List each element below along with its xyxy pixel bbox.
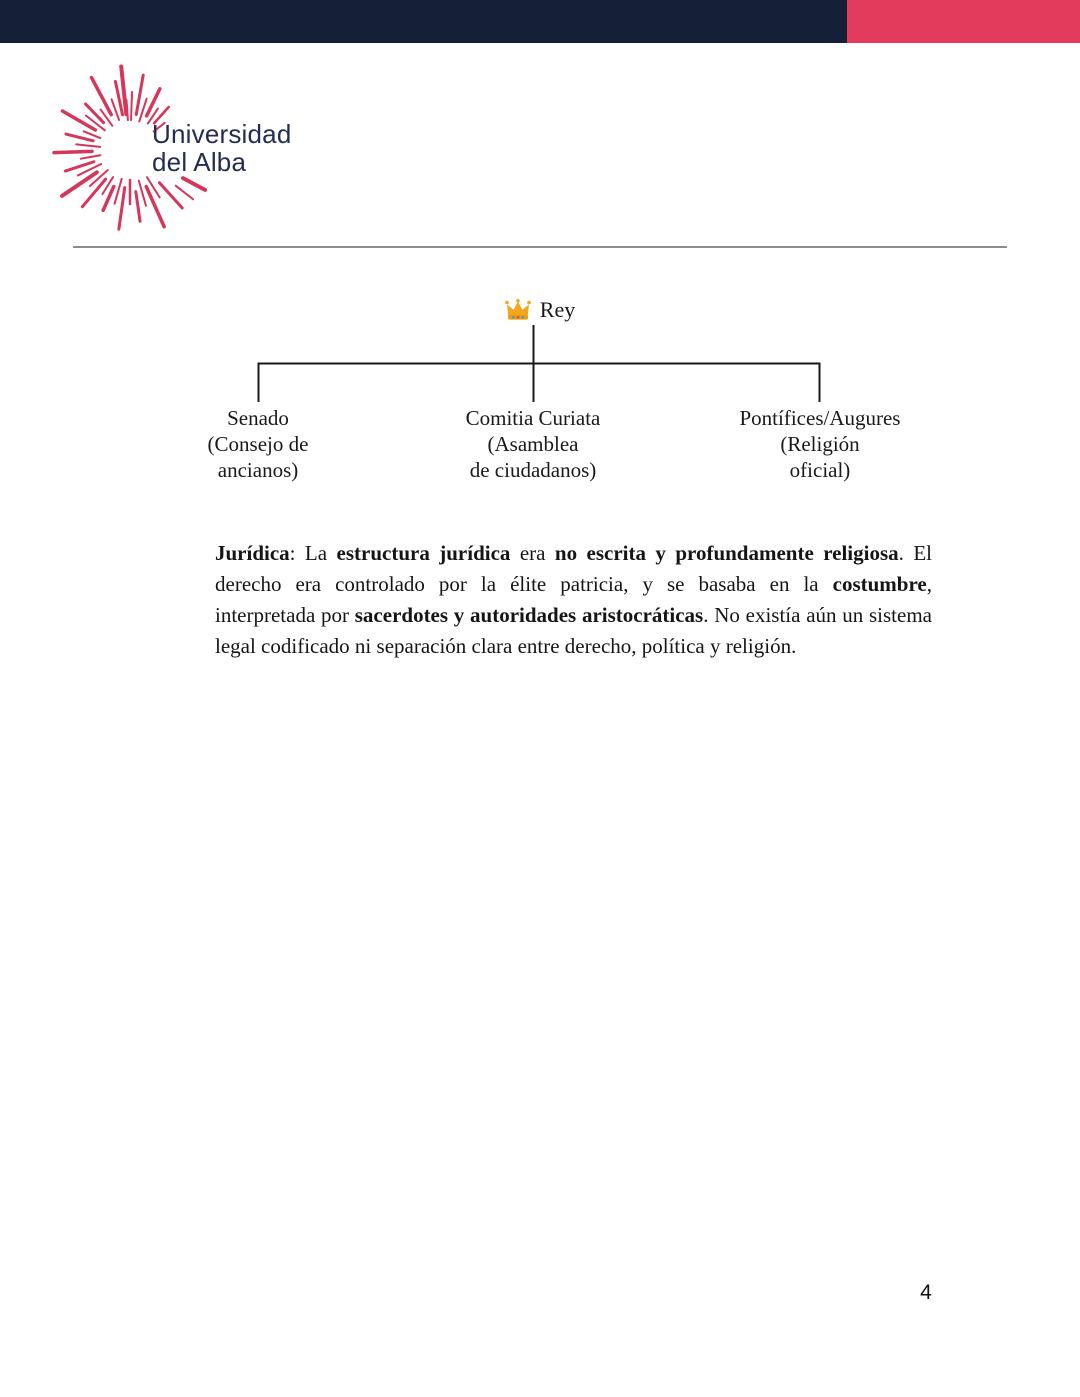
org-chart-connectors [257,325,821,402]
crown-icon [504,299,531,320]
org-node-senado-line3: ancianos) [217,458,299,482]
org-node-senado-line1: Senado [227,406,289,430]
org-node-comitia-line3: de ciudadanos) [469,458,597,482]
header-accent-block [847,0,1080,43]
divider-line [73,246,1007,248]
org-node-pontifices-line2: (Religión [780,432,860,456]
org-node-senado-line2: (Consejo de [207,432,309,456]
header-bar [0,0,1080,43]
org-node-comitia-line2: (Asamblea [487,432,579,456]
org-node-pontifices-line1: Pontífices/Augures [739,406,901,430]
org-node-pontifices-line3: oficial) [789,458,851,482]
org-node-comitia: Comitia Curiata (Asamblea de ciudadanos) [423,405,643,483]
org-node-comitia-line1: Comitia Curiata [465,406,601,430]
page-number: 4 [920,1281,932,1304]
org-node-rey-label: Rey [539,297,576,322]
org-node-pontifices: Pontífices/Augures (Religión oficial) [698,405,942,483]
org-node-senado: Senado (Consejo de ancianos) [148,405,368,483]
university-name-line2: del Alba [152,147,247,177]
juridica-paragraph: Jurídica: La estructura jurídica era no … [215,541,932,658]
university-logo: Universidad del Alba [40,60,340,245]
university-name: Universidad del Alba [152,120,292,176]
starburst-icon [52,64,208,231]
org-node-rey: Rey [455,297,625,323]
university-name-line1: Universidad [152,119,292,149]
